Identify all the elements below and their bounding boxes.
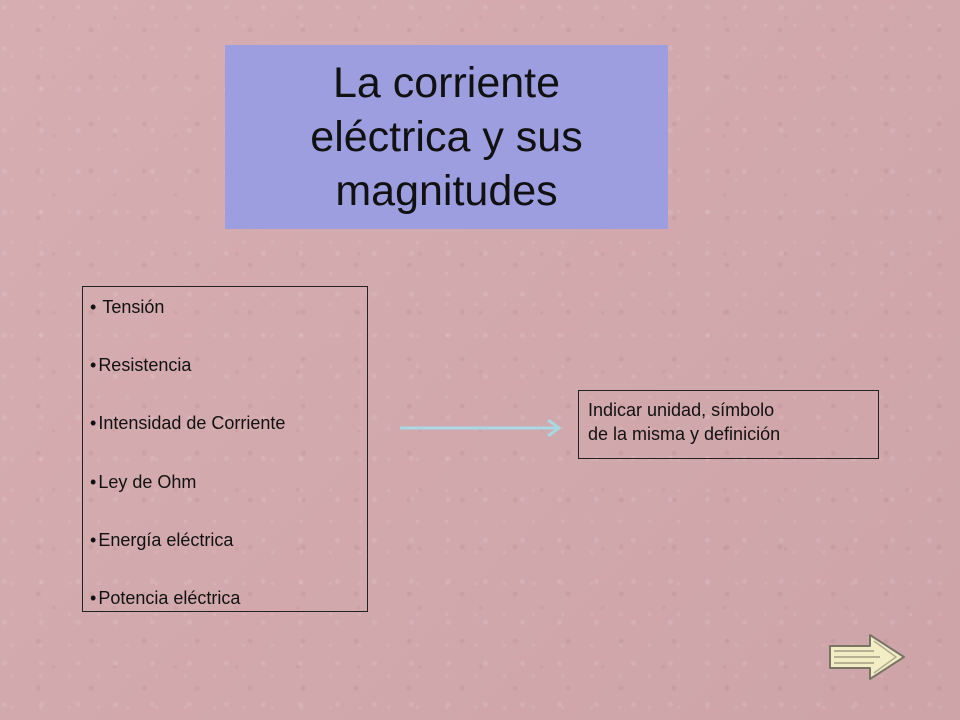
list-item: •Ley de Ohm [90,472,367,530]
topic-label: Tensión [102,297,165,317]
info-line: Indicar unidad, símbolo [588,400,775,420]
topic-label: Energía eléctrica [98,529,234,550]
topic-label: Potencia eléctrica [98,587,241,608]
list-item: •Energía eléctrica [90,530,367,588]
list-item: •Tensión [90,297,367,355]
list-item: •Resistencia [90,355,367,413]
bullet-icon: • [90,297,97,317]
list-item: •Potencia eléctrica [90,588,367,646]
bullet-icon: • [90,529,97,550]
right-arrow-icon [400,418,562,438]
topics-box: •Tensión •Resistencia •Intensidad de Cor… [82,286,368,612]
list-item: •Intensidad de Corriente [90,413,367,471]
slide-title: La corriente eléctrica y sus magnitudes [310,59,583,215]
bullet-icon: • [90,413,97,434]
topic-label: Ley de Ohm [98,471,197,492]
bullet-icon: • [90,471,97,492]
info-line: de la misma y definición [588,424,781,444]
info-box: Indicar unidad, símbolo de la misma y de… [578,390,879,459]
topics-list: •Tensión •Resistencia •Intensidad de Cor… [83,287,367,646]
title-box: La corriente eléctrica y sus magnitudes [225,45,668,229]
topic-label: Intensidad de Corriente [98,413,286,434]
next-slide-arrow-icon[interactable] [828,632,908,682]
bullet-icon: • [90,355,97,376]
topic-label: Resistencia [98,355,192,376]
bullet-icon: • [90,587,97,608]
